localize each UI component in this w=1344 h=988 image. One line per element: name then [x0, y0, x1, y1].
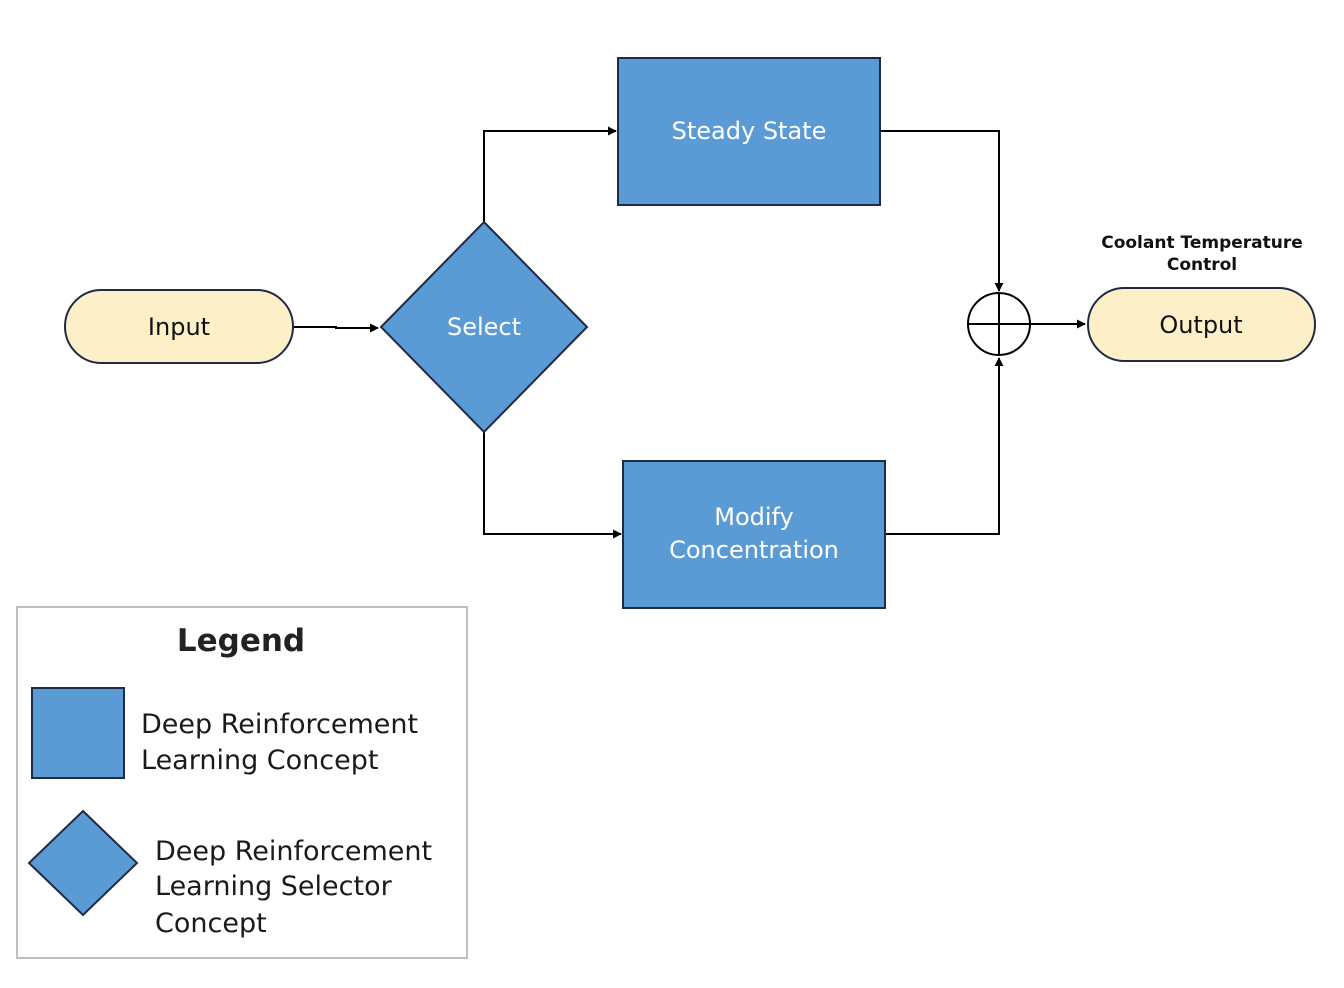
- edge-select-to-steady-state: [483, 126, 617, 223]
- legend-item-2-line2: Learning Selector: [155, 871, 393, 902]
- select-diamond-shape: [379, 220, 589, 434]
- legend-item-1-line1: Deep Reinforcement: [141, 709, 418, 740]
- modify-concentration-shape: [622, 460, 886, 609]
- edge-input-to-select: [293, 323, 379, 333]
- legend-diamond-swatch: [27, 809, 139, 917]
- edge-modify-concentration-to-summing-junction: [885, 357, 1004, 535]
- output-label: Output: [1159, 311, 1242, 339]
- legend-title: Legend: [177, 623, 305, 659]
- edge-steady-state-to-summing-junction: [880, 130, 1004, 292]
- summing-junction: [967, 292, 1031, 356]
- select-label: Select: [447, 313, 521, 341]
- legend: Legend Deep Reinforcement Learning Conce…: [16, 606, 468, 959]
- output-annotation-line1: Coolant Temperature: [1101, 233, 1303, 253]
- modify-concentration-process: Modify Concentration: [622, 460, 886, 609]
- output-annotation-line2: Control: [1167, 255, 1237, 275]
- output-terminal-shape: [1087, 287, 1316, 362]
- steady-state-process: Steady State: [617, 57, 881, 206]
- legend-item-2-line1: Deep Reinforcement: [155, 836, 432, 867]
- modify-concentration-label-line2: Concentration: [669, 536, 839, 564]
- steady-state-label: Steady State: [672, 117, 827, 145]
- legend-rectangle-swatch: [31, 687, 125, 779]
- connectors: [293, 126, 1086, 539]
- select-decision: Select: [379, 220, 589, 434]
- edge-select-to-modify-concentration: [483, 432, 622, 539]
- steady-state-shape: [617, 57, 881, 206]
- input-terminal: Input: [64, 289, 294, 364]
- output-annotation: Coolant Temperature Control: [1101, 233, 1303, 275]
- output-terminal: Output: [1087, 287, 1316, 362]
- input-terminal-shape: [64, 289, 294, 364]
- legend-item-2-line3: Concept: [155, 908, 267, 939]
- legend-item-1-line2: Learning Concept: [141, 745, 378, 776]
- input-label: Input: [148, 313, 210, 341]
- modify-concentration-label-line1: Modify: [714, 503, 794, 531]
